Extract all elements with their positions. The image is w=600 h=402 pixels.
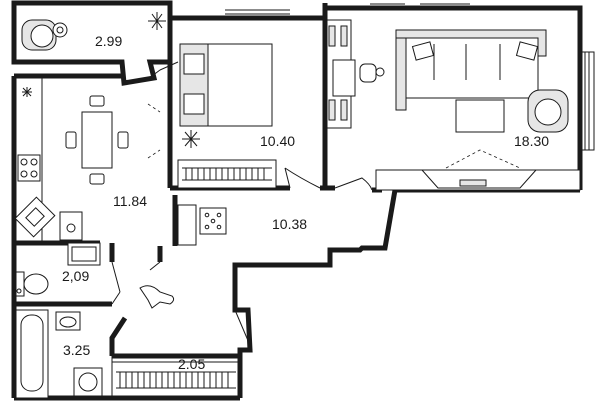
bathroom-sink [55,311,81,331]
balcony-top-area: 2.99 [95,33,123,49]
kitchen-area: 11.84 [113,193,147,209]
plant-icon [148,12,166,30]
armchair [527,89,569,133]
plant-icon [182,130,200,148]
doors [111,61,373,351]
balcony-storage [111,361,239,397]
bathroom-area: 3.25 [63,342,91,358]
toilet-area: 2,09 [62,268,90,284]
hallway-cabinet [177,204,227,246]
balcony-bottom-area: 2.05 [178,356,206,372]
dog-icon [139,285,175,309]
bedroom-wardrobe [177,159,277,189]
toilet [15,271,49,297]
bed [179,43,273,127]
desk-and-chair [332,59,385,97]
bath-washer [73,367,103,397]
coffee-table [455,99,505,133]
living-room-area: 18.30 [514,133,550,149]
tv-stand [375,149,581,191]
dining-table [65,95,129,185]
washing-machine [67,242,101,266]
bathtub [15,309,49,399]
balcony-armchair [21,19,68,51]
kitchen-counter [13,77,83,244]
sofa [395,29,547,111]
hallway-area: 10.38 [272,216,308,232]
bedroom-area: 10.40 [260,133,296,149]
